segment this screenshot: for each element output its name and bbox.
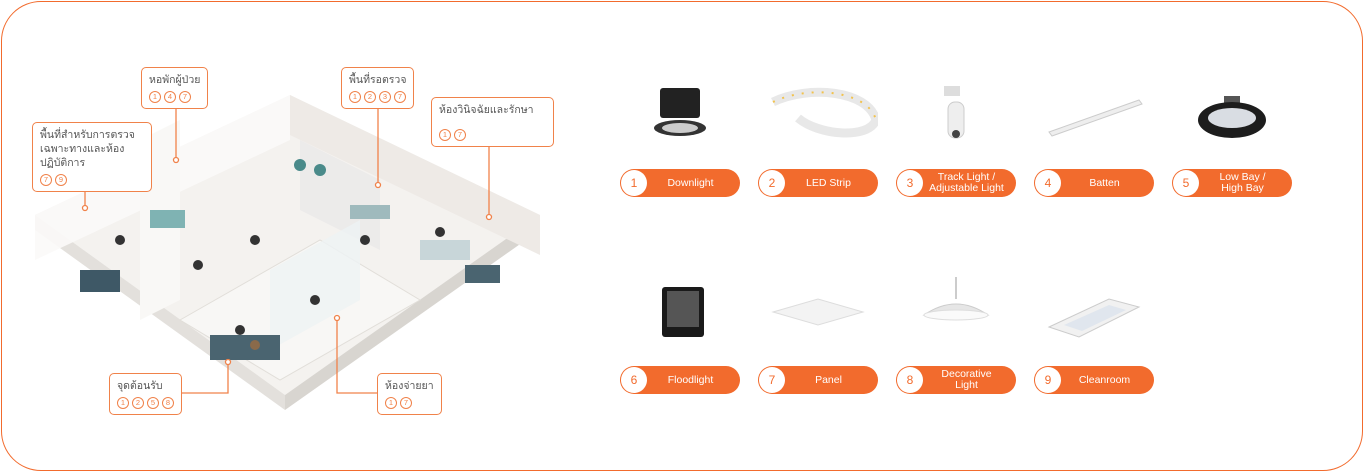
callout-label: พื้นที่สำหรับการตรวจ (40, 129, 135, 141)
product-number-badge: 1 (385, 397, 397, 409)
callout-label: จุดต้อนรับ (117, 380, 163, 392)
product-number: 8 (897, 367, 923, 393)
product-button-downlight[interactable]: 1 Downlight (620, 169, 740, 197)
product-number-badge: 3 (379, 91, 391, 103)
decorative-light-icon (922, 277, 990, 321)
product-button-floodlight[interactable]: 6 Floodlight (620, 366, 740, 394)
product-number: 2 (759, 170, 785, 196)
batten-icon (1048, 99, 1143, 137)
product-button-batten[interactable]: 4 Batten (1034, 169, 1154, 197)
product-label: Downlight (667, 176, 714, 189)
product-number-badge: 1 (349, 91, 361, 103)
product-number: 7 (759, 367, 785, 393)
callout-label: หอพักผู้ป่วย (149, 74, 201, 86)
product-label: Track Light /Adjustable Light (929, 171, 1004, 194)
callout-label: พื้นที่รอตรวจ (349, 74, 407, 86)
floodlight-icon (662, 287, 704, 337)
panel-icon (771, 298, 865, 326)
product-number-badge: 1 (439, 129, 451, 141)
callout-label: ห้องจ่ายยา (385, 380, 434, 392)
product-number: 4 (1035, 170, 1061, 196)
track-light-icon (944, 86, 965, 139)
product-number: 1 (621, 170, 647, 196)
product-number-badge: 7 (394, 91, 406, 103)
product-button-panel[interactable]: 7 Panel (758, 366, 878, 394)
led-strip-icon (771, 87, 878, 138)
cleanroom-icon (1047, 298, 1141, 338)
callout-specialty-lab[interactable]: พื้นที่สำหรับการตรวจ เฉพาะทางและห้องปฏิบ… (32, 122, 152, 192)
product-number-badge: 1 (149, 91, 161, 103)
callout-label: ห้องวินิจฉัยและรักษา (439, 104, 534, 116)
product-label: LED Strip (806, 176, 851, 189)
product-number-badge: 5 (147, 397, 159, 409)
product-number-badge: 2 (132, 397, 144, 409)
product-number-badge: 2 (364, 91, 376, 103)
product-button-cleanroom[interactable]: 9 Cleanroom (1034, 366, 1154, 394)
downlight-icon (654, 88, 706, 136)
product-button-led-strip[interactable]: 2 LED Strip (758, 169, 878, 197)
product-number: 3 (897, 170, 923, 196)
product-number-badge: 7 (179, 91, 191, 103)
product-label: Batten (1089, 176, 1120, 189)
product-number-badge: 7 (454, 129, 466, 141)
product-number-badge: 4 (164, 91, 176, 103)
product-number: 9 (1035, 367, 1061, 393)
product-label: Panel (815, 373, 842, 386)
product-number-badge: 7 (40, 174, 52, 186)
hospital-floorplan-illustration (35, 95, 540, 410)
product-number-badge: 9 (55, 174, 67, 186)
high-bay-icon (1198, 96, 1266, 138)
product-number: 5 (1173, 170, 1199, 196)
product-label: Low Bay /High Bay (1219, 171, 1266, 194)
product-label: Cleanroom (1078, 373, 1131, 386)
product-number-badge: 1 (117, 397, 129, 409)
product-label: Floodlight (667, 373, 714, 386)
product-number: 6 (621, 367, 647, 393)
callout-label: เฉพาะทางและห้องปฏิบัติการ (40, 143, 125, 169)
product-number-badge: 7 (400, 397, 412, 409)
product-button-track-light[interactable]: 3 Track Light /Adjustable Light (896, 169, 1016, 197)
product-number-badge: 8 (162, 397, 174, 409)
product-button-high-bay[interactable]: 5 Low Bay /High Bay (1172, 169, 1292, 197)
